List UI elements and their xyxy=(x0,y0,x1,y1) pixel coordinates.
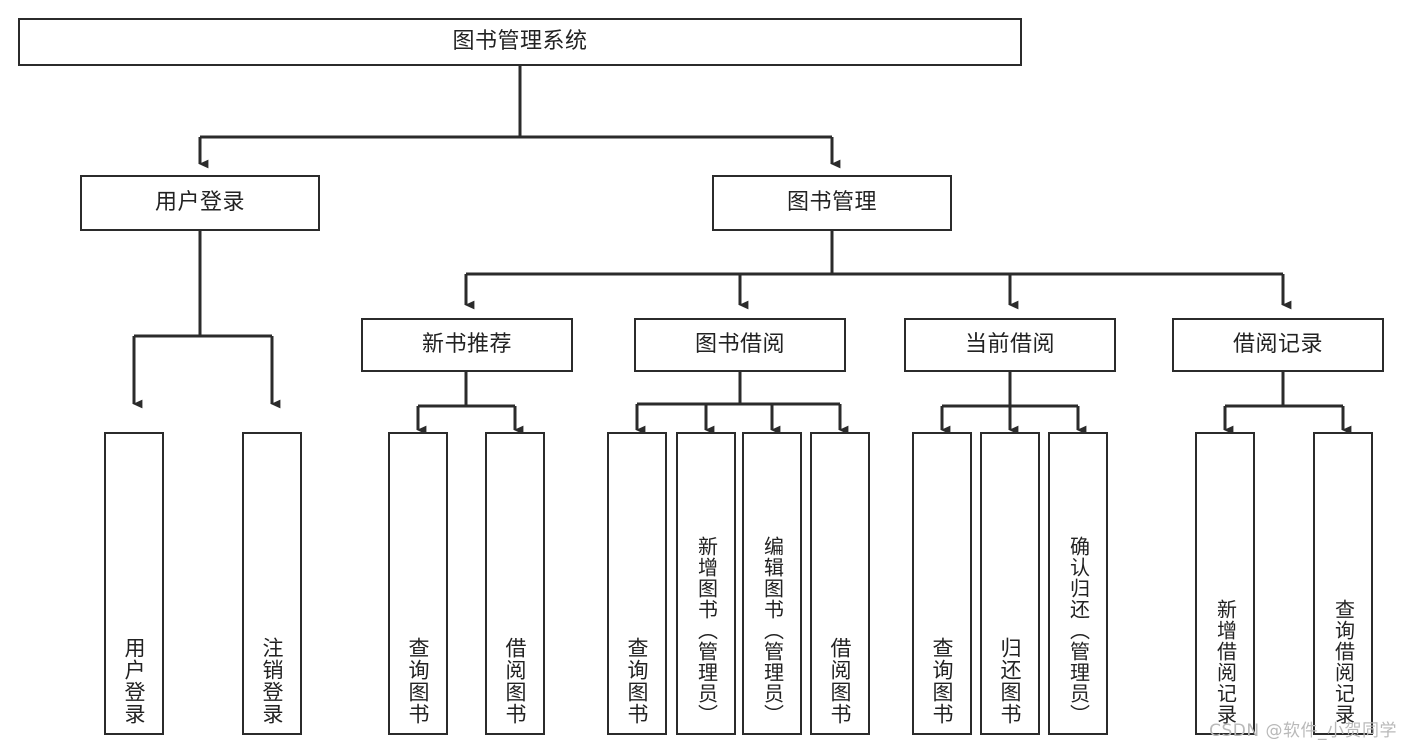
node-label: 当前借阅 xyxy=(964,331,1055,357)
leaf-add-borrow-record[interactable]: 新增借阅记录 xyxy=(1195,432,1255,735)
leaf-borrow-book-recommend[interactable]: 借阅图书 xyxy=(485,432,545,735)
node-label: 编辑图书（管理员） xyxy=(760,536,785,725)
node-label: 借阅图书 xyxy=(828,637,853,725)
leaf-edit-book-admin[interactable]: 编辑图书（管理员） xyxy=(742,432,802,735)
leaf-confirm-return-admin[interactable]: 确认归还（管理员） xyxy=(1048,432,1108,735)
node-book-borrow[interactable]: 图书借阅 xyxy=(634,318,846,372)
node-label: 用户登录 xyxy=(154,189,245,215)
node-label: 确认归还（管理员） xyxy=(1066,536,1091,725)
leaf-user-login[interactable]: 用户登录 xyxy=(104,432,164,735)
leaf-add-book-admin[interactable]: 新增图书（管理员） xyxy=(676,432,736,735)
node-book-management[interactable]: 图书管理 xyxy=(712,175,952,231)
node-label: 查询借阅记录 xyxy=(1331,599,1356,725)
leaf-logout[interactable]: 注销登录 xyxy=(242,432,302,735)
node-current-borrow[interactable]: 当前借阅 xyxy=(904,318,1116,372)
node-new-book-recommend[interactable]: 新书推荐 xyxy=(361,318,573,372)
node-label: 新书推荐 xyxy=(421,331,512,357)
node-borrow-record[interactable]: 借阅记录 xyxy=(1172,318,1384,372)
node-label: 图书管理 xyxy=(786,189,877,215)
node-label: 新增图书（管理员） xyxy=(694,536,719,725)
leaf-borrow-book[interactable]: 借阅图书 xyxy=(810,432,870,735)
node-root-book-management-system[interactable]: 图书管理系统 xyxy=(18,18,1022,66)
leaf-query-book-current[interactable]: 查询图书 xyxy=(912,432,972,735)
node-label: 查询图书 xyxy=(930,637,955,725)
leaf-query-borrow-record[interactable]: 查询借阅记录 xyxy=(1313,432,1373,735)
leaf-return-book[interactable]: 归还图书 xyxy=(980,432,1040,735)
node-label: 图书管理系统 xyxy=(452,28,588,54)
leaf-query-book-recommend[interactable]: 查询图书 xyxy=(388,432,448,735)
node-label: 查询图书 xyxy=(406,637,431,725)
node-label: 借阅图书 xyxy=(503,637,528,725)
node-label: 注销登录 xyxy=(260,637,285,725)
node-label: 归还图书 xyxy=(998,637,1023,725)
node-label: 图书借阅 xyxy=(694,331,785,357)
node-label: 用户登录 xyxy=(122,637,147,725)
node-label: 新增借阅记录 xyxy=(1213,599,1238,725)
node-label: 借阅记录 xyxy=(1232,331,1323,357)
watermark: CSDN @软件_小贺同学 xyxy=(1209,721,1397,741)
leaf-query-book-borrow[interactable]: 查询图书 xyxy=(607,432,667,735)
node-user-login[interactable]: 用户登录 xyxy=(80,175,320,231)
node-label: 查询图书 xyxy=(625,637,650,725)
